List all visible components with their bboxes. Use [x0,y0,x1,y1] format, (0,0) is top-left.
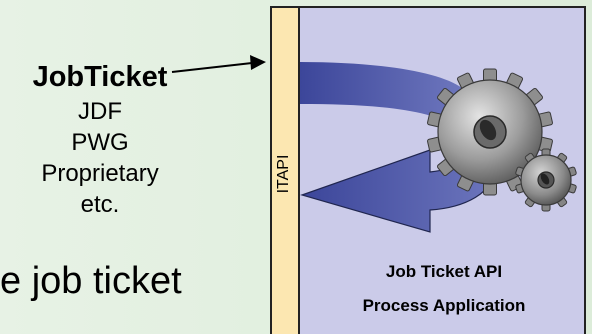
format-etc: etc. [80,191,120,218]
jobticket-title: JobTicket [32,61,168,93]
format-pwg: PWG [71,129,129,156]
jobticket-formats: JobTicket JDF PWG Proprietary etc. [20,58,180,220]
partial-caption: e job ticket [0,260,182,302]
format-proprietary: Proprietary [41,160,159,187]
gear-icon [515,148,577,212]
process-label-api: Job Ticket API [385,262,503,281]
flow-arrow-in [300,62,462,132]
itapi-interface-bar [270,6,300,334]
process-label-application: Process Application [362,296,526,315]
input-arrow [171,55,266,73]
format-jdf: JDF [78,98,122,125]
